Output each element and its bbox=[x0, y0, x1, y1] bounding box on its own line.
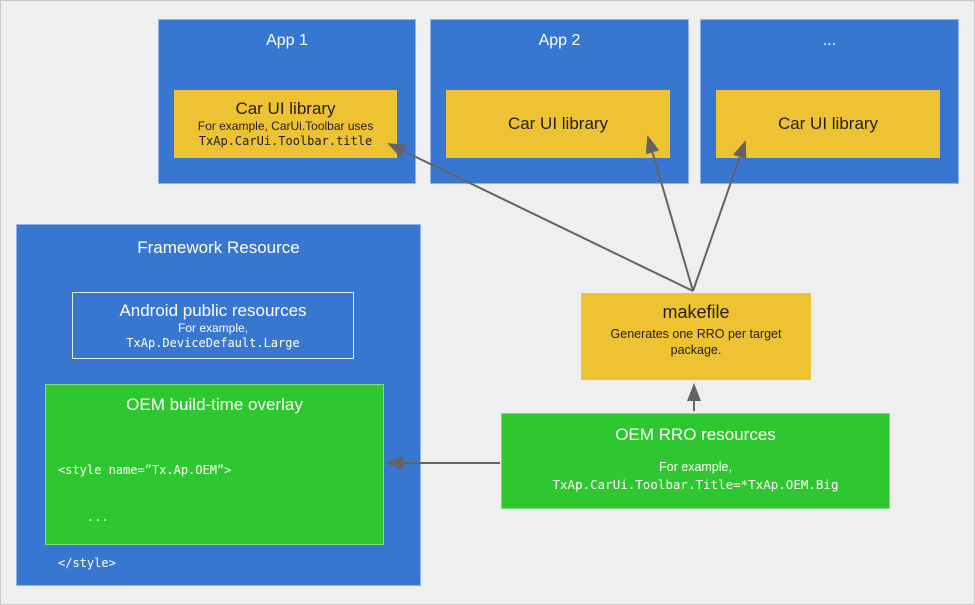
android-public-example-code: TxAp.DeviceDefault.Large bbox=[126, 335, 300, 350]
app1-box: App 1 Car UI library For example, CarUi.… bbox=[158, 19, 416, 184]
code-line: <style name=”Tx.Ap.OEM”> bbox=[58, 463, 232, 477]
app1-car-ui-library-title: Car UI library bbox=[235, 99, 336, 118]
android-public-resources-box: Android public resources For example, Tx… bbox=[72, 292, 354, 359]
app2-title: App 2 bbox=[538, 32, 581, 49]
app1-car-ui-library-box: Car UI library For example, CarUi.Toolba… bbox=[174, 90, 397, 158]
android-public-resources-title: Android public resources bbox=[119, 300, 307, 320]
app-ellipsis-car-ui-library-title: Car UI library bbox=[777, 114, 879, 133]
app-ellipsis-car-ui-library-box: Car UI library bbox=[716, 90, 940, 158]
framework-resource-title: Framework Resource bbox=[137, 238, 300, 257]
code-line: </style> bbox=[58, 556, 116, 570]
code-line: ... bbox=[58, 509, 109, 524]
app2-car-ui-library-title: Car UI library bbox=[507, 114, 609, 133]
oem-rro-resources-box: OEM RRO resources For example, TxAp.CarU… bbox=[501, 413, 890, 509]
oem-rro-example-label: For example, bbox=[659, 460, 732, 474]
app-ellipsis-box: ... Car UI library bbox=[700, 19, 959, 184]
framework-resource-box: Framework Resource Android public resour… bbox=[16, 224, 421, 604]
makefile-box: makefile Generates one RRO per target pa… bbox=[581, 293, 811, 380]
app1-library-example-text: For example, CarUi.Toolbar uses bbox=[197, 119, 374, 133]
oem-build-time-overlay-title: OEM build-time overlay bbox=[126, 395, 303, 414]
oem-overlay-code-block: <style name=”Tx.Ap.OEM”> ... </style> <s… bbox=[58, 432, 383, 605]
app1-library-example-code: TxAp.CarUi.Toolbar.title bbox=[198, 134, 373, 148]
makefile-title: makefile bbox=[662, 302, 730, 322]
app-ellipsis-title: ... bbox=[822, 32, 837, 49]
app2-box: App 2 Car UI library bbox=[430, 19, 689, 184]
app2-car-ui-library-box: Car UI library bbox=[446, 90, 670, 158]
oem-rro-example-code: TxAp.CarUi.Toolbar.Title=*TxAp.OEM.Big bbox=[552, 477, 839, 492]
app1-title: App 1 bbox=[266, 32, 308, 49]
oem-rro-resources-title: OEM RRO resources bbox=[615, 425, 776, 444]
code-line: <style name=”TxAp.OEM.Big” bbox=[58, 603, 383, 605]
android-public-example-label: For example, bbox=[177, 320, 249, 335]
oem-build-time-overlay-box: OEM build-time overlay <style name=”Tx.A… bbox=[45, 384, 384, 604]
makefile-description: Generates one RRO per target package. bbox=[610, 327, 782, 357]
